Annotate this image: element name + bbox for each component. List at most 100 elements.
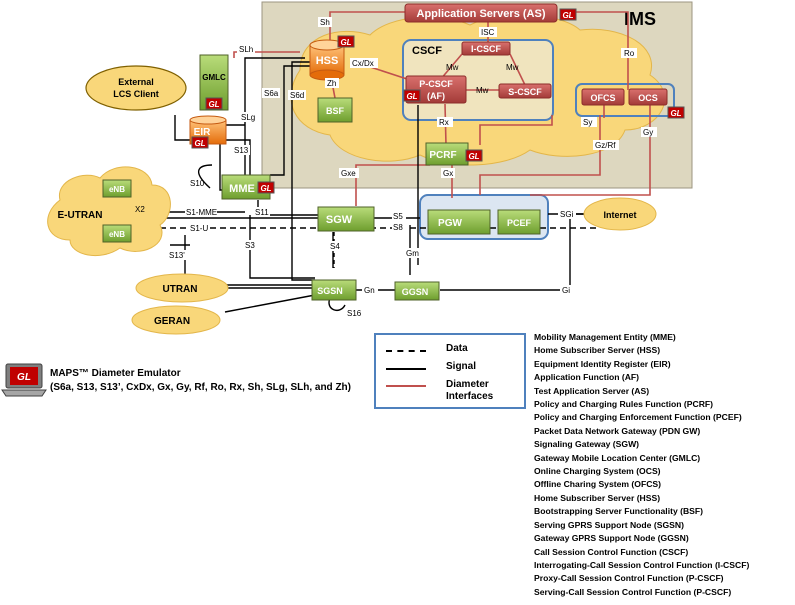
key-data-label: Data [446,343,468,354]
if-slh: SLh [239,45,253,54]
internet-label: Internet [603,210,636,220]
svg-text:GL: GL [670,109,681,118]
key-diameter-label-line2: Interfaces [446,391,494,402]
enb-bottom-node[interactable] [102,224,132,243]
if-s10: S10 [190,179,205,188]
if-cxdx: Cx/Dx [352,59,374,68]
utran-label: UTRAN [163,284,198,295]
sgsn-label: SGSN [317,286,343,296]
if-gx: Gx [443,169,453,178]
application-servers-node[interactable] [404,3,558,23]
if-s13: S13 [234,146,249,155]
e-utran-label: E-UTRAN [58,210,103,221]
s-cscf-node[interactable] [498,83,552,99]
hss-label: HSS [316,55,339,67]
gl-badge-mme: GL [257,181,275,194]
i-cscf-label: I-CSCF [471,44,501,54]
if-s1mme: S1-MME [186,208,217,217]
external-lcs-label-line1: External [118,77,154,87]
geran-node[interactable] [131,305,221,335]
gl-badge-eir: GL [191,136,209,149]
ocs-node[interactable] [628,88,668,106]
gl-badge-as: GL [559,8,577,21]
if-s5: S5 [393,212,403,221]
if-s6a: S6a [264,89,279,98]
abbreviation-item: Bootstrapping Server Functionality (BSF) [534,506,704,517]
svg-text:GL: GL [208,100,219,109]
if-s4: S4 [330,242,340,251]
if-gxe: Gxe [341,169,356,178]
key-diameter-label-line1: Diameter [446,379,489,390]
ggsn-node[interactable] [394,281,440,301]
if-isc: ISC [481,28,495,37]
abbreviation-item: Signaling Gateway (SGW) [534,439,640,450]
cscf-label: CSCF [412,45,442,57]
application-servers-label: Application Servers (AS) [417,8,546,20]
pcef-node[interactable] [497,209,541,235]
enb-bottom-label: eNB [109,230,125,239]
abbreviation-item: Gateway Mobile Location Center (GMLC) [534,452,701,463]
gl-badge-gmlc: GL [205,97,223,110]
abbreviation-item: Home Subscriber Server (HSS) [534,345,661,356]
interface-labels: Sh ISC Ro SLh Cx/Dx Mw Mw Mw Zh S6a S6d … [135,17,657,318]
external-lcs-label-line2: LCS Client [113,89,159,99]
sgsn-node[interactable] [311,279,357,301]
if-mw-right: Mw [506,63,519,72]
if-gi: Gi [562,286,570,295]
sgw-label: SGW [326,214,353,226]
if-rx: Rx [439,118,449,127]
mme-label: MME [229,183,255,195]
i-cscf-node[interactable] [461,41,511,56]
if-s3: S3 [245,241,255,250]
abbreviation-item: Serving GPRS Support Node (SGSN) [534,519,684,530]
svg-text:GL: GL [17,372,31,383]
sgw-node[interactable] [317,206,375,232]
charging-group [575,83,675,117]
gl-badge-ocs: GL [667,106,685,119]
line-type-key: Data Signal Diameter Interfaces [374,333,526,409]
abbreviation-item: Gateway GPRS Support Node (GGSN) [534,533,689,544]
if-s16: S16 [347,309,362,318]
key-signal-label: Signal [446,361,477,372]
key-row-data: Data [386,343,526,357]
abbreviation-item: Proxy-Call Session Control Function (P-C… [534,573,724,584]
if-s1u: S1-U [190,224,208,233]
abbreviation-item: Serving-Call Session Control Function (P… [534,586,732,597]
external-lcs-client-node[interactable] [85,65,187,111]
emulator-logo: GL [1,363,47,397]
utran-node[interactable] [135,273,229,303]
emulator-title: MAPS™ Diameter Emulator [50,368,181,379]
bsf-label: BSF [326,106,345,116]
svg-text:GL: GL [260,184,271,193]
if-gn: Gn [364,286,375,295]
geran-label: GERAN [154,316,190,327]
enb-top-node[interactable] [102,179,132,198]
abbreviation-item: Interrogating-Call Session Control Funct… [534,559,750,570]
pgw-label: PGW [438,218,462,229]
if-mw-bottom: Mw [476,86,489,95]
key-row-signal: Signal [386,361,526,375]
abbreviation-item: Call Session Control Function (CSCF) [534,546,689,557]
pgw-node[interactable] [427,209,491,235]
s-cscf-label: S-CSCF [508,87,542,97]
e-utran-cloud[interactable] [47,166,171,256]
p-cscf-label-line2: (AF) [427,91,445,101]
abbreviation-item: Policy and Charging Rules Function (PCRF… [534,399,714,410]
abbreviation-item: Test Application Server (AS) [534,385,650,396]
if-s8: S8 [393,223,403,232]
ofcs-node[interactable] [581,88,625,106]
abbreviation-item: Offline Charing System (OFCS) [534,479,662,490]
if-zh: Zh [327,79,336,88]
abbreviation-item: Packet Data Network Gateway (PDN GW) [534,425,701,436]
key-row-diameter: Diameter Interfaces [386,379,526,407]
if-gzrf: Gz/Rf [595,141,616,150]
bsf-node[interactable] [317,97,353,123]
if-x2: X2 [135,205,145,214]
hss-node[interactable] [309,39,345,81]
svg-text:GL: GL [562,11,573,20]
internet-node[interactable] [583,197,657,231]
gl-badge-pcscf: GL [403,89,421,102]
if-s13p: S13' [169,251,185,260]
abbreviation-item: Mobility Management Entity (MME) [534,332,676,342]
